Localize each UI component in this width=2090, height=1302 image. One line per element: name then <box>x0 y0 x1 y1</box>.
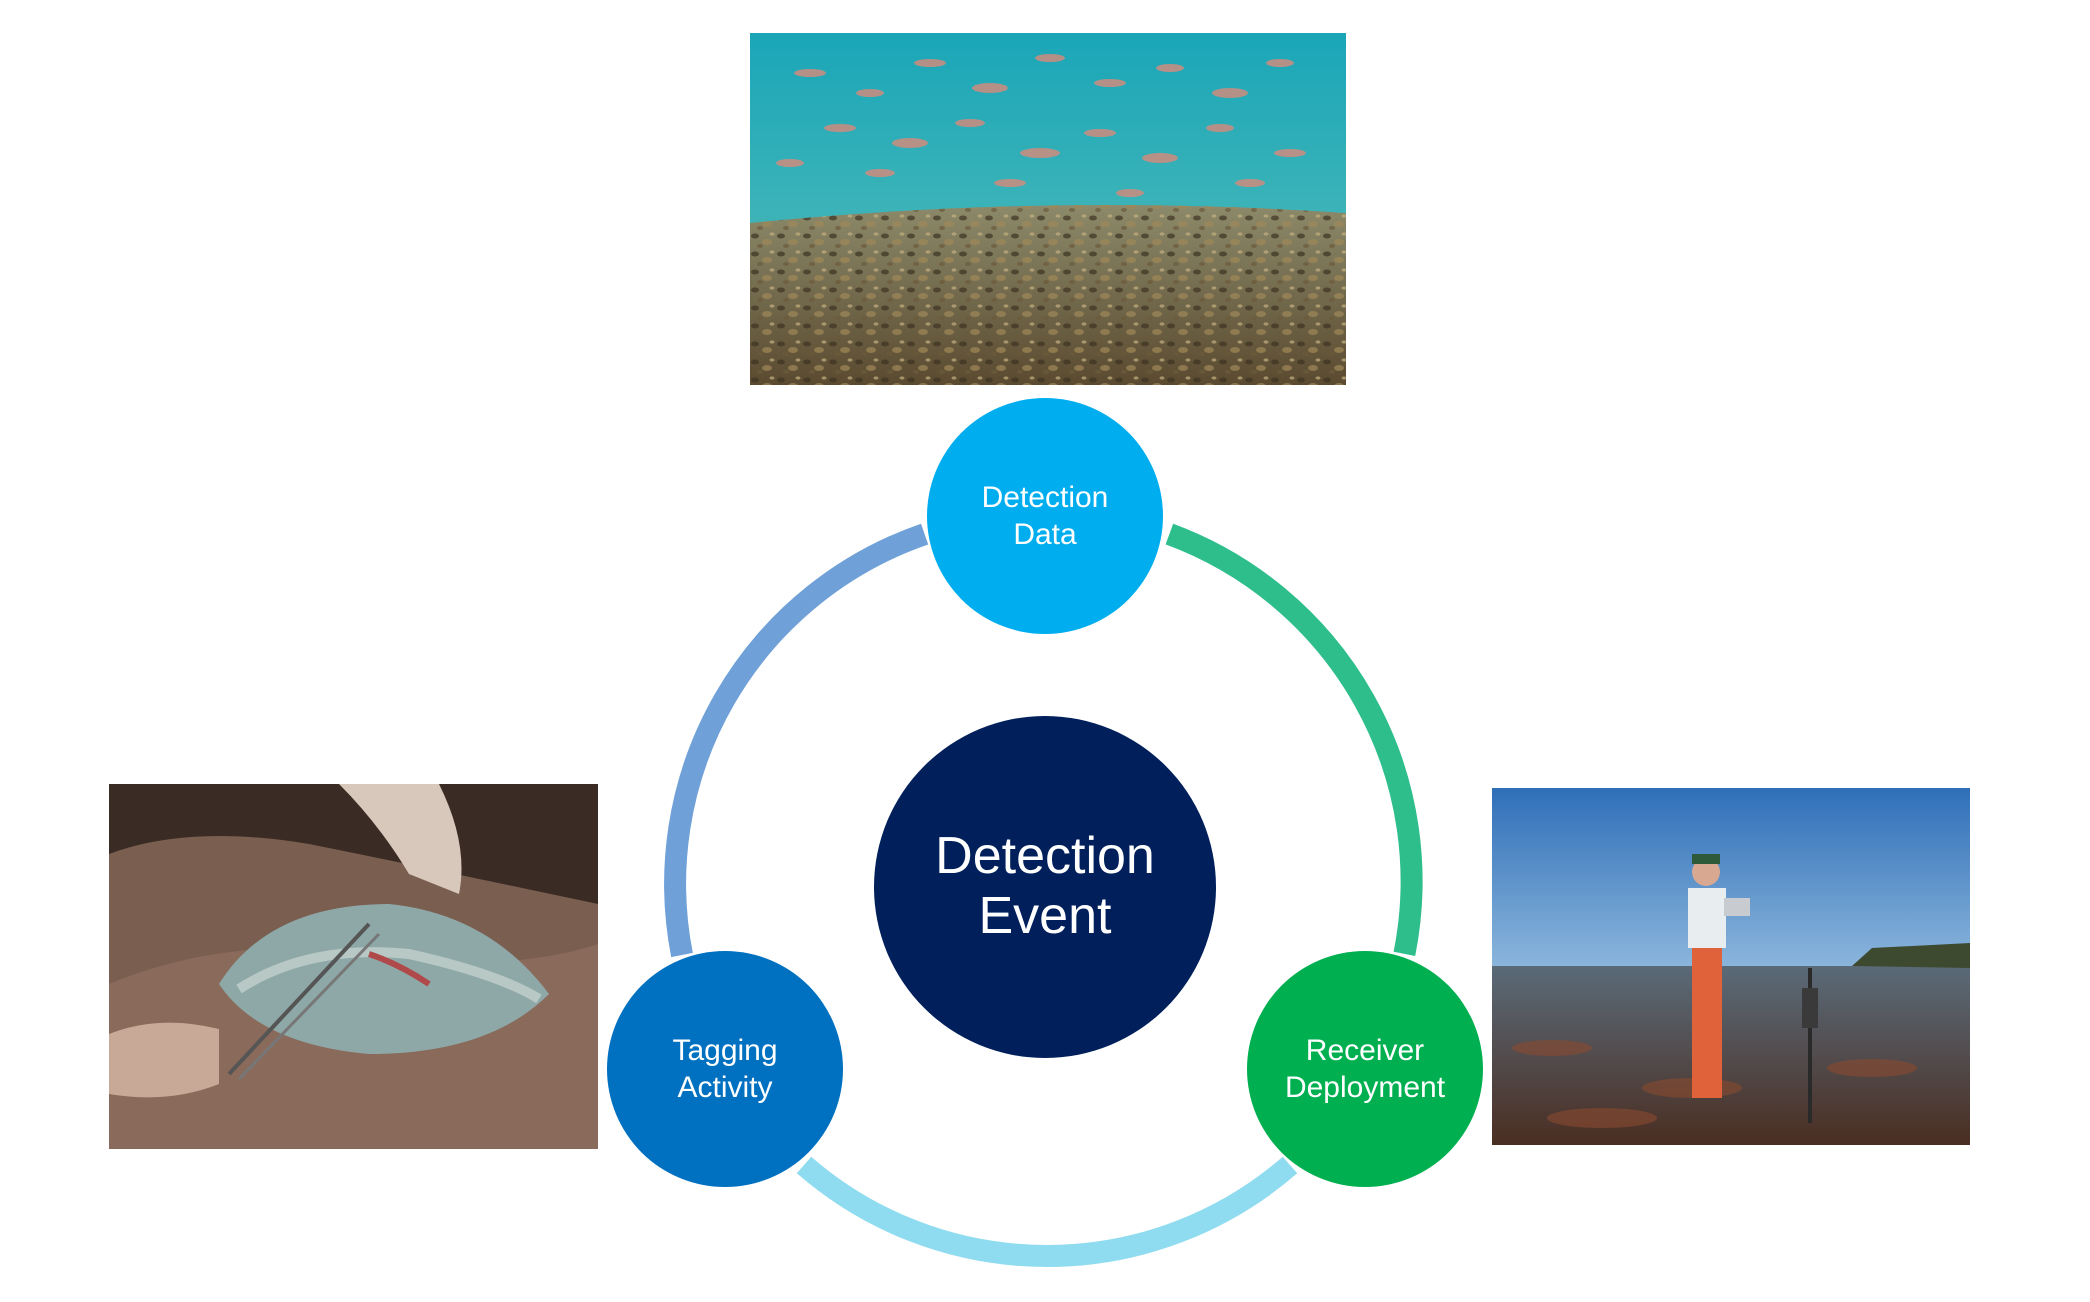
tagging-activity-label: Tagging Activity <box>672 1032 777 1107</box>
detection-event-node: Detection Event <box>874 716 1216 1058</box>
detection-data-node: Detection Data <box>927 398 1163 634</box>
detection-event-label: Detection Event <box>935 827 1155 947</box>
receiver-deployment-label: Receiver Deployment <box>1285 1032 1445 1107</box>
tagging-activity-node: Tagging Activity <box>607 951 843 1187</box>
detection-data-label: Detection Data <box>982 479 1109 554</box>
receiver-deployment-node: Receiver Deployment <box>1247 951 1483 1187</box>
arc-receiver-to-tagging <box>804 1165 1290 1256</box>
